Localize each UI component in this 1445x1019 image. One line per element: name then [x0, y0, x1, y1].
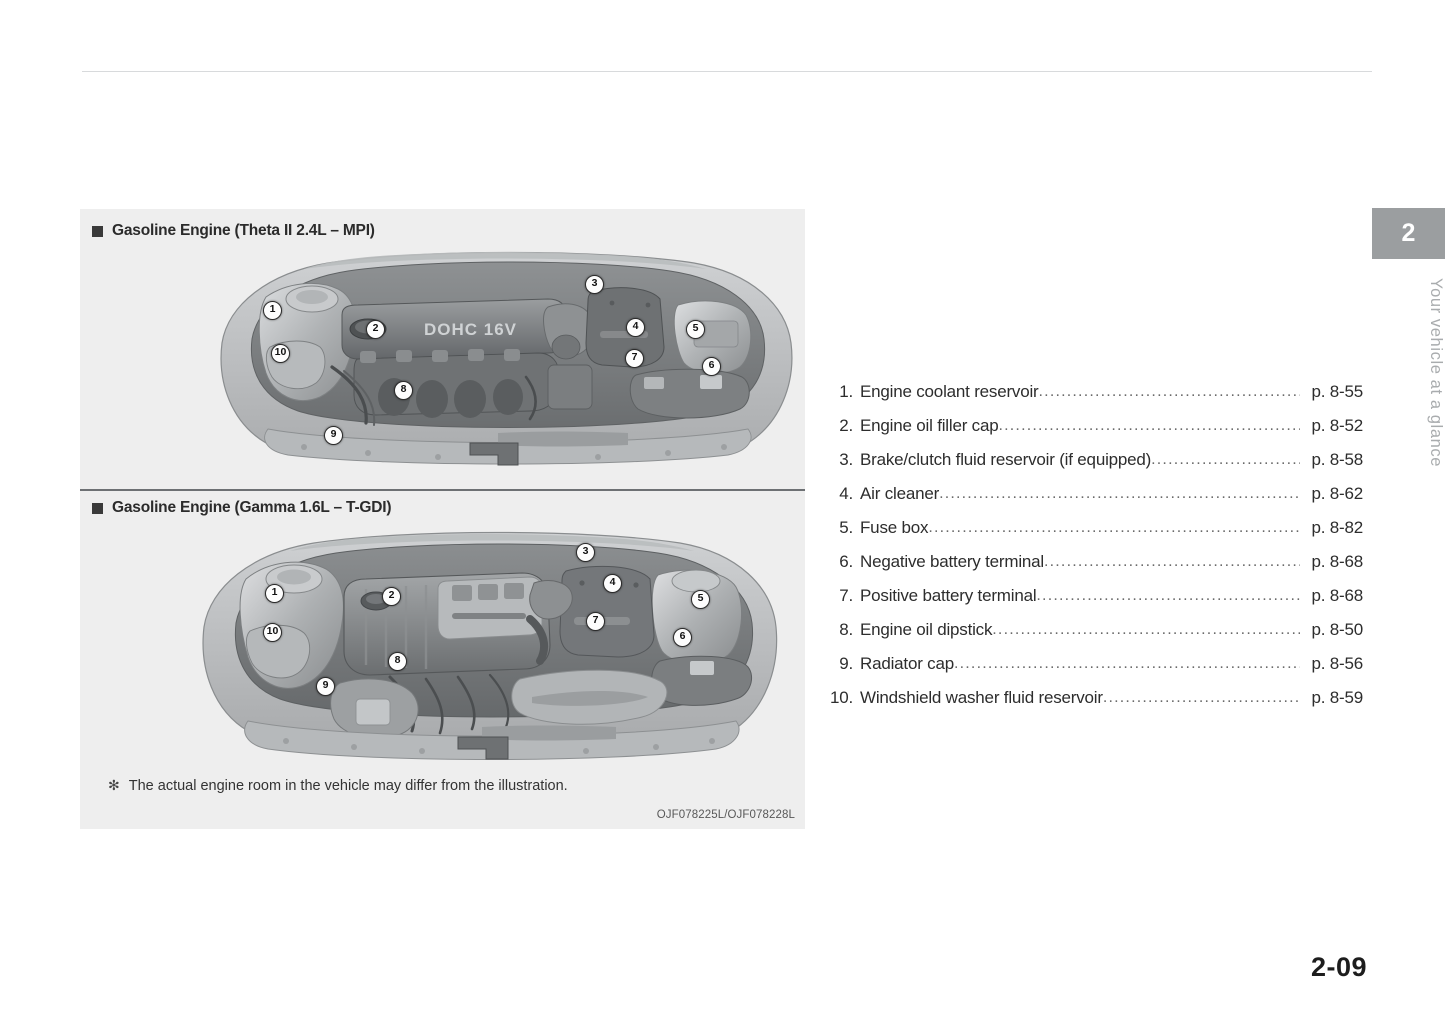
legend-number: 2.	[839, 416, 853, 435]
callout-6: 6	[673, 628, 692, 647]
legend-item-3: 3. Brake/clutch fluid reservoir (if equi…	[823, 443, 1363, 477]
chapter-tab-number: 2	[1401, 219, 1416, 247]
callout-6: 6	[702, 357, 721, 376]
legend-label: Engine oil dipstick	[860, 620, 993, 639]
legend-label: Windshield washer fluid reservoir	[860, 688, 1103, 707]
legend-leader-dots: ........................................…	[928, 519, 1301, 536]
figure-panel: Gasoline Engine (Theta II 2.4L – MPI)	[80, 209, 805, 829]
figure-note: ✻ The actual engine room in the vehicle …	[108, 777, 568, 794]
legend-item-1: 1. Engine coolant reservoir ............…	[823, 375, 1363, 409]
asterisk-icon: ✻	[108, 777, 120, 793]
legend-label: Negative battery terminal	[860, 552, 1044, 571]
legend-page-ref: p. 8-68	[1311, 586, 1363, 605]
legend-leader-dots: ........................................…	[1043, 553, 1300, 570]
legend-label: Radiator cap	[860, 654, 954, 673]
figure-image-code: OJF078225L/OJF078228L	[656, 809, 795, 821]
figure-heading-theta-label: Gasoline Engine (Theta II 2.4L – MPI)	[112, 222, 375, 239]
legend-page-ref: p. 8-59	[1311, 688, 1363, 707]
engine-illustration-theta: DOHC 16V	[208, 247, 803, 475]
legend-label: Engine oil filler cap	[860, 416, 999, 435]
legend-leader-dots: ........................................…	[998, 417, 1301, 434]
legend-page-ref: p. 8-62	[1311, 484, 1363, 503]
legend-number: 9.	[839, 654, 853, 673]
callout-8: 8	[388, 652, 407, 671]
callout-1: 1	[265, 584, 284, 603]
legend-number: 4.	[839, 484, 853, 503]
legend-page-ref: p. 8-68	[1311, 552, 1363, 571]
square-bullet-icon	[92, 225, 103, 237]
chapter-tab: 2	[1372, 208, 1445, 259]
engine-badge-text: DOHC 16V	[424, 320, 517, 339]
legend-leader-dots: ........................................…	[1151, 451, 1300, 468]
legend-item-5: 5. Fuse box ............................…	[823, 511, 1363, 545]
square-bullet-icon	[92, 502, 103, 514]
legend-item-7: 7. Positive battery terminal ...........…	[823, 579, 1363, 613]
legend-number: 8.	[839, 620, 853, 639]
callout-9: 9	[316, 677, 335, 696]
legend-page-ref: p. 8-56	[1311, 654, 1363, 673]
callout-5: 5	[686, 320, 705, 339]
legend-page-ref: p. 8-52	[1311, 416, 1363, 435]
legend-page-ref: p. 8-50	[1311, 620, 1363, 639]
legend-number: 10.	[829, 688, 853, 707]
legend-label: Positive battery terminal	[860, 586, 1037, 605]
callout-10: 10	[271, 344, 290, 363]
legend-label: Engine coolant reservoir	[860, 382, 1039, 401]
legend-number: 3.	[839, 450, 853, 469]
legend-leader-dots: ........................................…	[1038, 383, 1301, 400]
legend-label: Air cleaner	[860, 484, 940, 503]
engine-bay-drawing-gamma	[202, 531, 778, 760]
figure-note-text: The actual engine room in the vehicle ma…	[128, 778, 568, 794]
chapter-tab-title: Your vehicle at a glance	[1427, 278, 1445, 467]
engine-illustration-gamma: 1 2 3 4 5 6 7 8 9 10	[190, 527, 790, 772]
callout-5: 5	[691, 590, 710, 609]
legend-label: Fuse box	[860, 518, 929, 537]
legend-leader-dots: ........................................…	[954, 655, 1300, 672]
callout-1: 1	[263, 301, 282, 320]
figure-divider	[80, 489, 805, 491]
legend-leader-dots: ........................................…	[1036, 587, 1300, 604]
callout-2: 2	[366, 320, 385, 339]
legend-number: 5.	[839, 518, 853, 537]
callout-7: 7	[586, 612, 605, 631]
callout-7: 7	[625, 349, 644, 368]
legend-label: Brake/clutch fluid reservoir (if equippe…	[860, 450, 1152, 469]
callout-3: 3	[585, 275, 604, 294]
figure-heading-gamma: Gasoline Engine (Gamma 1.6L – T-GDI)	[92, 499, 392, 517]
legend-item-2: 2. Engine oil filler cap ...............…	[823, 409, 1363, 443]
legend-leader-dots: ........................................…	[992, 621, 1300, 638]
legend-number: 6.	[839, 552, 853, 571]
callout-8: 8	[394, 381, 413, 400]
legend-item-10: 10. Windshield washer fluid reservoir ..…	[823, 681, 1363, 715]
legend-item-8: 8. Engine oil dipstick .................…	[823, 613, 1363, 647]
callout-9: 9	[324, 426, 343, 445]
legend-page-ref: p. 8-58	[1311, 450, 1363, 469]
figure-heading-theta: Gasoline Engine (Theta II 2.4L – MPI)	[92, 222, 375, 240]
legend-page-ref: p. 8-82	[1311, 518, 1363, 537]
legend-item-4: 4. Air cleaner .........................…	[823, 477, 1363, 511]
figure-heading-gamma-label: Gasoline Engine (Gamma 1.6L – T-GDI)	[112, 499, 392, 516]
callout-3: 3	[576, 543, 595, 562]
callout-2: 2	[382, 587, 401, 606]
header-rule	[82, 71, 1372, 72]
legend-number: 7.	[839, 586, 853, 605]
callout-4: 4	[626, 318, 645, 337]
callout-10: 10	[263, 623, 282, 642]
legend-number: 1.	[839, 382, 853, 401]
legend-item-9: 9. Radiator cap ........................…	[823, 647, 1363, 681]
legend-page-ref: p. 8-55	[1311, 382, 1363, 401]
legend-leader-dots: ........................................…	[939, 485, 1301, 502]
page-number: 2-09	[1310, 952, 1367, 982]
legend-item-6: 6. Negative battery terminal ...........…	[823, 545, 1363, 579]
legend-leader-dots: ........................................…	[1102, 689, 1301, 706]
legend-list: 1. Engine coolant reservoir ............…	[823, 375, 1363, 715]
callout-4: 4	[603, 574, 622, 593]
